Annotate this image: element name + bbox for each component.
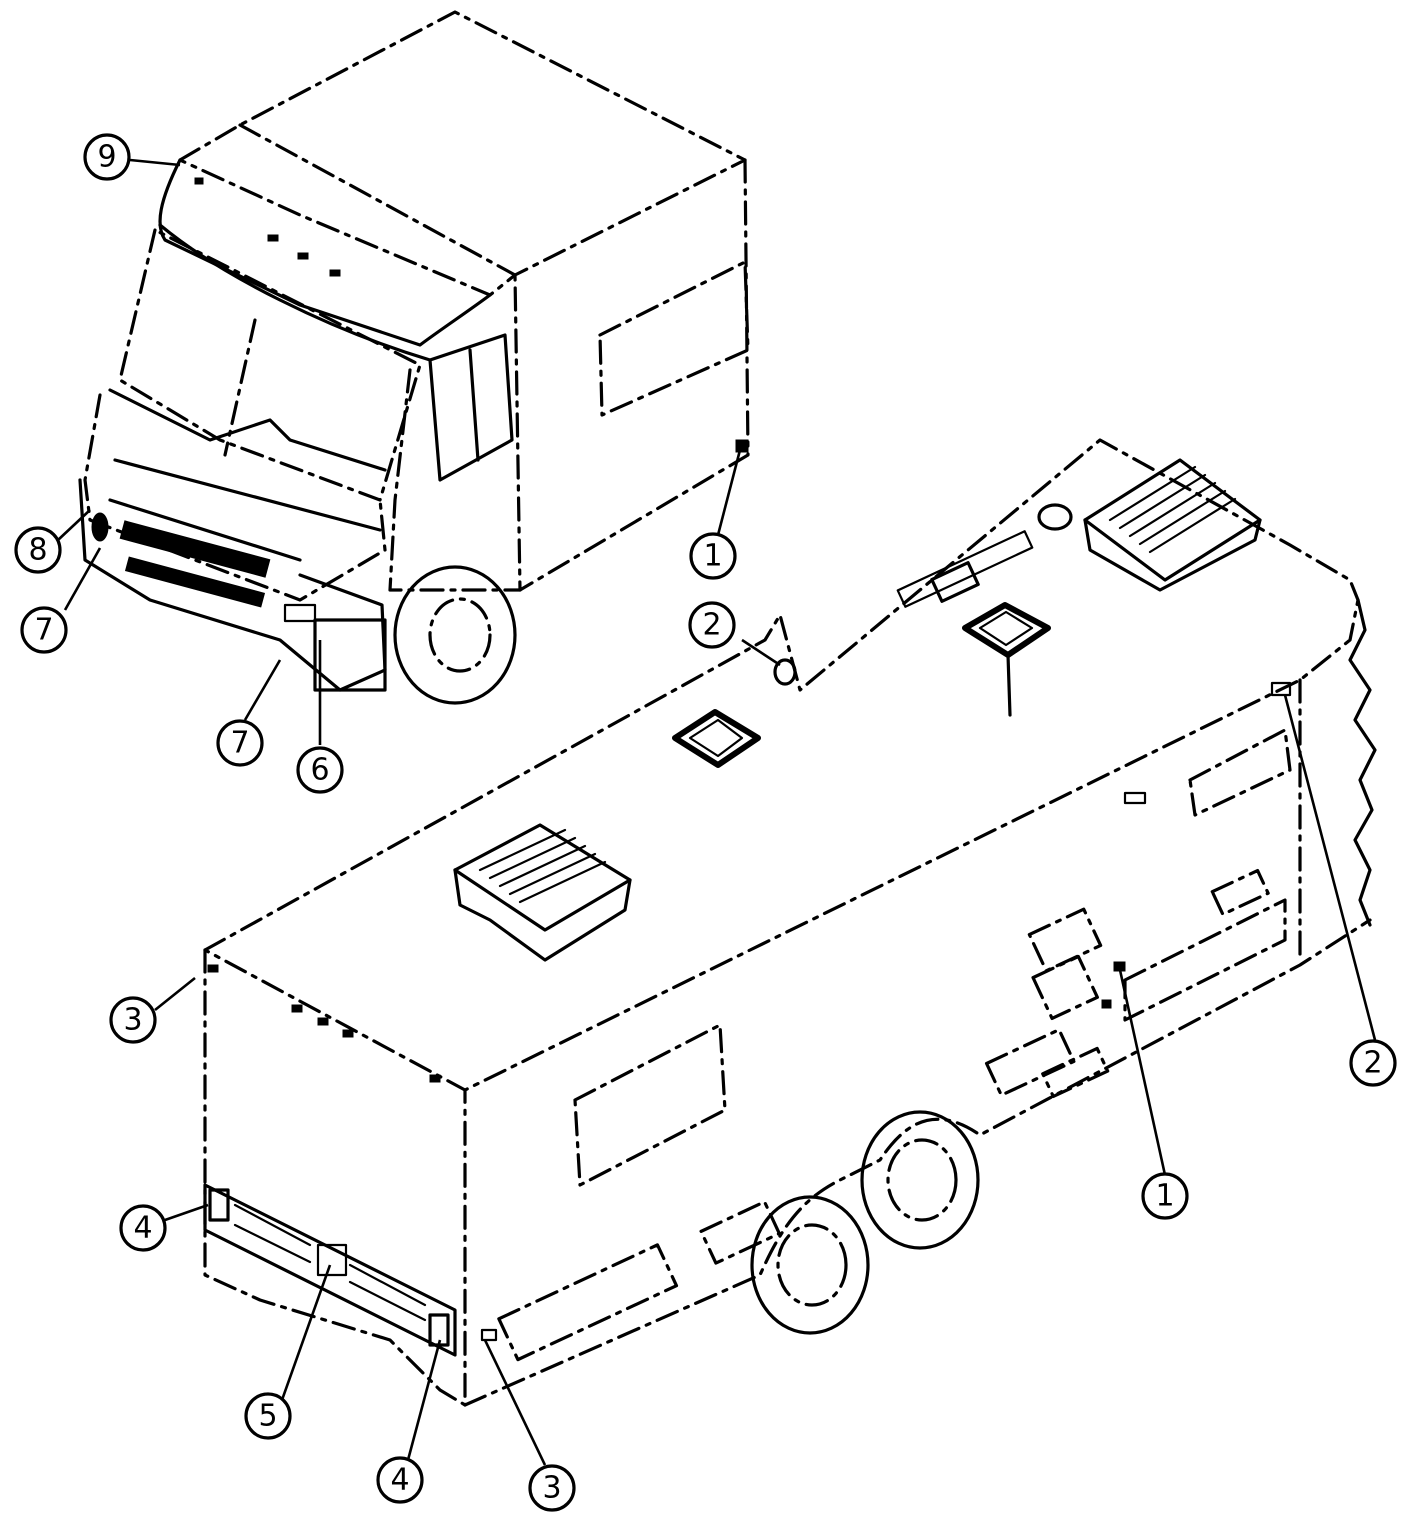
rear-side-marker-light [480, 1328, 498, 1342]
side-window-mid [1123, 898, 1287, 1022]
callout-label: 4 [390, 1463, 409, 1498]
callout-3-rear-side: 3 [528, 1464, 576, 1512]
callout-label: 7 [230, 726, 249, 761]
callout-label: 2 [702, 608, 721, 643]
body-break-edge [1348, 598, 1377, 927]
front-side-window [598, 260, 750, 417]
roof-accessories [896, 503, 1073, 608]
front-side-marker-light [735, 439, 749, 453]
callout-9: 9 [83, 133, 131, 181]
callout-7-upper: 7 [20, 606, 68, 654]
roof-ac-unit-rear [453, 823, 632, 962]
callout-3-rear-top: 3 [109, 996, 157, 1044]
front-side-wall [513, 158, 750, 592]
rear-wheel-front [860, 1110, 980, 1250]
roof-marker-light-2 [773, 658, 797, 686]
side-marker-light-1b [1101, 999, 1112, 1009]
front-turn-lamp [91, 512, 109, 542]
roof-vent-rear [672, 709, 761, 768]
callout-label: 1 [1155, 1179, 1174, 1214]
rear-lamp-bar [203, 1183, 457, 1357]
callout-label: 4 [133, 1211, 152, 1246]
front-headlight-block [313, 618, 387, 692]
callout-label: 8 [28, 533, 47, 568]
rear-roof-marker-lights [207, 964, 441, 1083]
callout-4-rear-right: 4 [376, 1456, 424, 1504]
side-marker-light-1 [1113, 961, 1126, 972]
callout-4-rear-left: 4 [119, 1204, 167, 1252]
front-roof-marker-lights [194, 177, 341, 277]
side-marker-light-2 [1270, 681, 1292, 697]
front-door-window-divider [468, 348, 480, 462]
rear-face [203, 948, 467, 1407]
rear-roof-outline [203, 438, 1360, 1092]
leader-lines [57, 158, 1377, 1466]
front-roof-rear-edge [238, 123, 517, 277]
callout-label: 7 [34, 613, 53, 648]
front-bumper [78, 478, 387, 692]
front-windshield-top [158, 223, 432, 362]
side-window-front [1188, 728, 1292, 817]
rear-body-view [203, 438, 1377, 1407]
front-wheel [393, 565, 517, 705]
front-wiper-area [108, 388, 387, 472]
front-cab-view [78, 10, 750, 705]
front-grille-slots [119, 520, 317, 623]
callout-label: 2 [1363, 1046, 1382, 1081]
callout-7-lower: 7 [216, 719, 264, 767]
callout-label: 9 [97, 140, 116, 175]
roof-vent-front [962, 602, 1051, 717]
callout-8: 8 [14, 526, 62, 574]
front-roof-outline [178, 10, 747, 297]
side-window-rear [573, 1023, 727, 1187]
front-windshield [118, 228, 422, 502]
callout-label: 3 [123, 1003, 142, 1038]
callout-label: 3 [542, 1471, 561, 1506]
front-door [388, 368, 522, 592]
front-door-window [428, 333, 514, 482]
roof-ac-unit-front [1083, 458, 1262, 592]
side-vent [1123, 791, 1147, 805]
side-wall-bottom [463, 918, 1372, 1407]
rear-wheel-rear [750, 1195, 870, 1335]
front-grille-area [83, 393, 387, 602]
front-grille [108, 458, 382, 562]
callout-5-rear: 5 [244, 1392, 292, 1440]
callout-2-side: 2 [1349, 1039, 1397, 1087]
callout-label: 5 [258, 1399, 277, 1434]
callout-label: 1 [703, 539, 722, 574]
callout-1-side: 1 [1141, 1172, 1189, 1220]
callout-6: 6 [296, 746, 344, 794]
callout-label: 6 [310, 753, 329, 788]
callout-1-front: 1 [689, 532, 737, 580]
side-compartment-doors [497, 868, 1270, 1362]
callout-2-roof: 2 [688, 601, 736, 649]
